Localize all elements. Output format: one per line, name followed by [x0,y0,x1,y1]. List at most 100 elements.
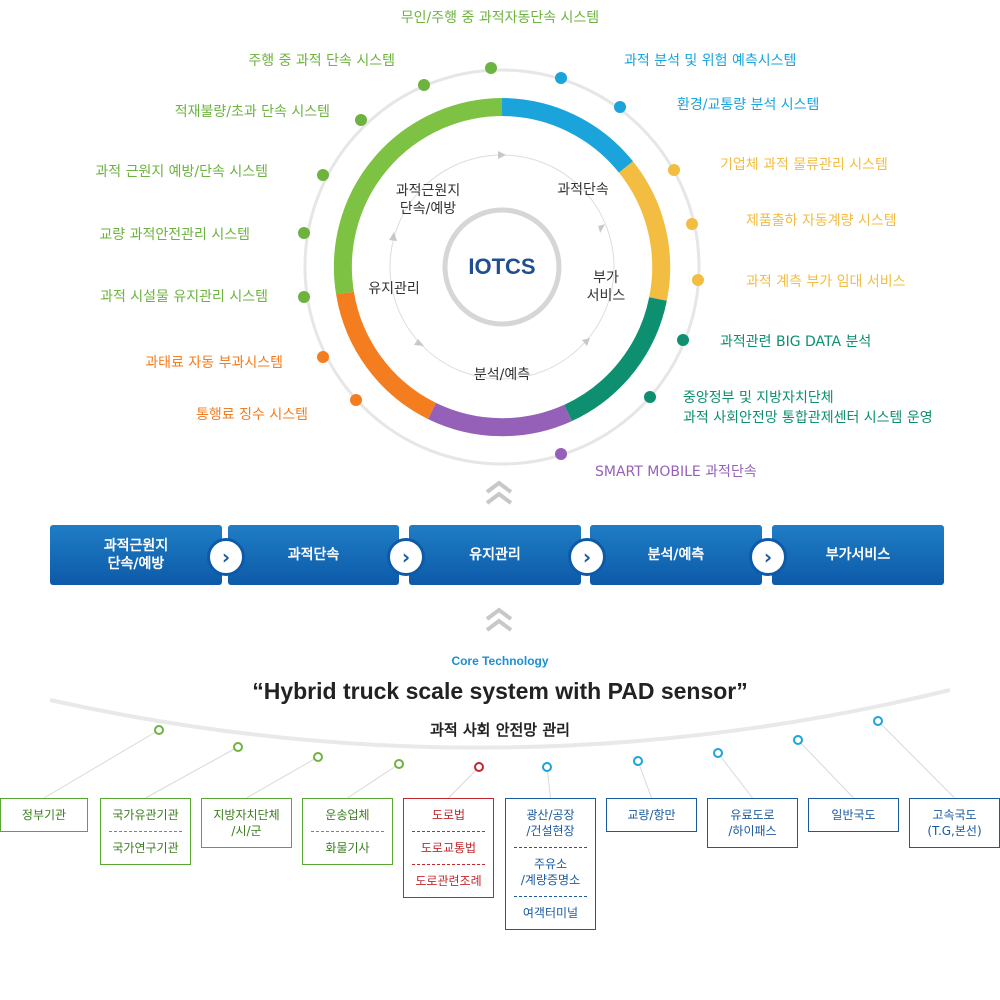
core-technology-label: Core Technology [451,654,549,668]
inner-label-analysis: 분석/예측 [473,367,531,383]
outer-dot [555,448,567,460]
hybrid-title: “Hybrid truck scale system with PAD sens… [252,678,748,704]
connector-dot [542,762,552,772]
stakeholder-item: 여객터미널 [522,906,579,920]
stakeholder-item: 정부기관 [21,808,67,822]
connector-dot [633,756,643,766]
stakeholder-box: 지방자치단체 /시/군 [201,798,292,848]
outer-system-label: 환경/교통량 분석 시스템 [677,97,820,113]
outer-system-label: 과적 계측 부가 임대 서비스 [746,274,906,290]
chevron-right-icon: › [568,538,606,576]
outer-dot [317,351,329,363]
inner-label-service: 부가 서비스 [586,270,626,304]
outer-dot [298,291,310,303]
connector-line [145,746,239,799]
segment-purple [428,402,572,437]
connector-dot [474,762,484,772]
stakeholder-item: 도로법 [431,808,466,822]
outer-system-label: 제품출하 자동계량 시스템 [746,213,897,229]
outer-dot [350,394,362,406]
outer-system-label: 적재불량/초과 단속 시스템 [174,104,330,120]
segment-green [333,98,503,295]
outer-system-label: 교량 과적안전관리 시스템 [99,227,250,243]
connector-line [546,766,551,799]
outer-system-label: 과태료 자동 부과시스템 [145,355,283,371]
flow-step-enforce: 과적단속 [228,525,399,585]
inner-label-maintain: 유지관리 [368,281,420,297]
cycle-arrow [598,224,606,233]
outer-dot [644,391,656,403]
stakeholder-item: 고속국도 (T.G,본선) [927,808,982,838]
center-circle [442,207,562,327]
outer-system-label: 무인/주행 중 과적자동단속 시스템 [400,10,600,26]
cycle-arrow [389,232,397,241]
inner-label-enforce: 과적단속 [557,182,609,198]
connector-dot [873,716,883,726]
chevron-right-icon: › [749,538,787,576]
flow-step-analysis: 분석/예측 [590,525,762,585]
stakeholder-item: 도로관련조례 [415,874,482,888]
outer-system-label: 과적 근원지 예방/단속 시스템 [95,164,268,180]
flow-step-service: 부가서비스 [772,525,944,585]
outer-system-label: 과적 시설물 유지관리 시스템 [100,289,268,305]
connector-dot [394,759,404,769]
outer-dot [555,72,567,84]
connector-dot [233,742,243,752]
segment-blue [501,98,634,173]
stakeholder-box: 고속국도 (T.G,본선) [909,798,1000,848]
cycle-arrow [414,339,424,346]
outer-dot [692,274,704,286]
stakeholder-item: 지방자치단체 /시/군 [213,808,280,838]
outer-dot [614,101,626,113]
connector-line [43,729,160,799]
connector-line [448,766,480,799]
outer-system-label: SMART MOBILE 과적단속 [595,464,757,480]
connector-line [637,760,652,799]
outer-system-label: 과적 분석 및 위험 예측시스템 [624,53,797,69]
stakeholder-item: 화물기사 [325,841,370,855]
flow-step-maintain: 유지관리 [409,525,581,585]
chevron-right-icon: › [387,538,425,576]
cycle-arrow [498,151,506,159]
stakeholder-item: 일반국도 [831,808,876,822]
stakeholder-box: 교량/항만 [606,798,697,832]
connector-dot [313,752,323,762]
connector-dot [154,725,164,735]
connector-line [877,720,955,799]
segment-orange [336,291,437,420]
connector-line [246,756,319,799]
outer-dot [485,62,497,74]
stakeholder-box: 일반국도 [808,798,899,832]
outer-ring [303,68,701,466]
connector-line [717,752,753,799]
outer-system-label: 주행 중 과적 단속 시스템 [248,53,395,69]
inner-label-prevent: 과적근원지 단속/예방 [395,183,461,217]
outer-dot [686,218,698,230]
outer-system-label: 통행료 징수 시스템 [196,407,308,423]
bottom-arc [49,688,951,750]
center-title: IOTCS [468,254,536,279]
connector-dot [793,735,803,745]
segment-teal [564,297,667,422]
stakeholder-item: 주유소 /계량증명소 [520,857,581,887]
cycle-arrow [582,338,590,346]
connector-dot [713,748,723,758]
outer-dot [317,169,329,181]
stakeholder-item: 광산/공장 /건설현장 [526,808,575,838]
stakeholder-item: 운송업체 [325,808,370,822]
outer-dot [668,164,680,176]
outer-system-label: 기업체 과적 물류관리 시스템 [720,157,888,173]
connector-line [347,763,400,799]
stakeholder-item: 교량/항만 [627,808,676,822]
stakeholder-box: 유료도로 /하이패스 [707,798,798,848]
double-chevron-up-icon [485,607,513,632]
outer-system-label: 과적관련 BIG DATA 분석 [720,334,872,350]
stakeholder-item: 유료도로 /하이패스 [728,808,777,838]
stakeholder-item: 도로교통법 [420,841,477,855]
outer-system-label: 중앙정부 및 지방자치단체 과적 사회안전망 통합관제센터 시스템 운영 [683,390,933,426]
